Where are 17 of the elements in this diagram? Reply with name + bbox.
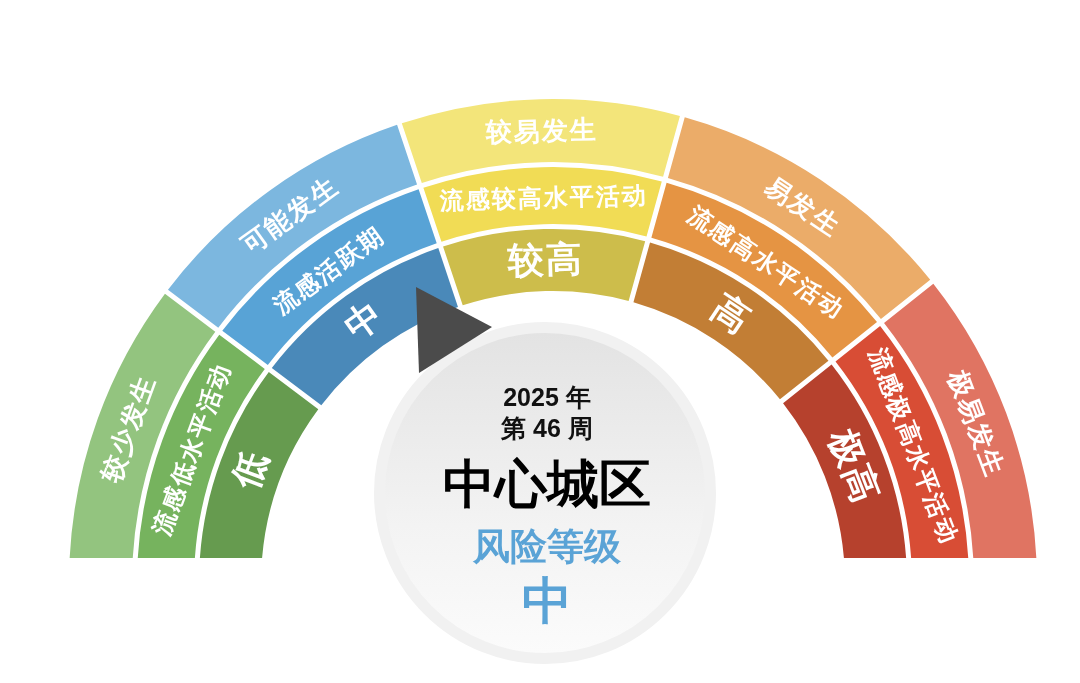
- ring-segment: [401, 99, 680, 183]
- likelihood-text: 较少发生: [96, 370, 160, 487]
- activity-text: 流感较高水平活动: [438, 183, 649, 213]
- risk-level-text: 中: [522, 576, 572, 626]
- likelihood-text: 易发生: [759, 171, 846, 241]
- district-title: 中心城区: [443, 458, 651, 510]
- likelihood-text: 较易发生: [484, 116, 599, 146]
- ring-segment: [443, 229, 646, 306]
- likelihood-text: 极易发生: [943, 365, 1009, 482]
- week-text: 第 46 周: [501, 415, 593, 441]
- risk-level-text: 极高: [823, 423, 885, 509]
- risk-level-text: 较高: [506, 241, 584, 280]
- risk-level-text: 高: [704, 287, 758, 340]
- risk-level-text: 中: [337, 294, 392, 348]
- risk-heading: 风险等级: [473, 527, 621, 565]
- year-text: 2025 年: [503, 384, 591, 410]
- risk-level-text: 低: [226, 444, 275, 495]
